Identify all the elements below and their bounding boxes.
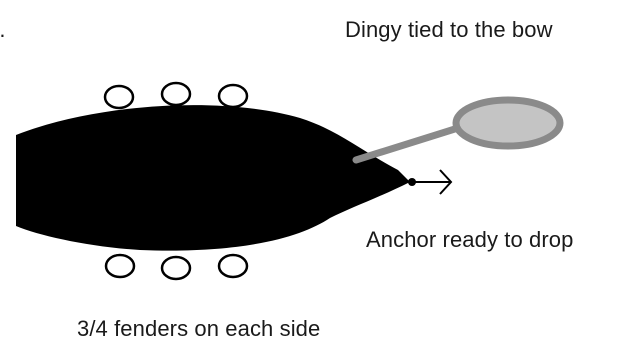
boat-hull [16, 105, 410, 251]
fender-top-3 [219, 85, 247, 107]
dinghy [456, 100, 560, 146]
dingy-label: Dingy tied to the bow [345, 17, 553, 43]
dinghy-tow-rope [356, 128, 458, 160]
fender-bottom-2 [162, 257, 190, 279]
fender-bottom-3 [219, 255, 247, 277]
fender-top-1 [105, 86, 133, 108]
fenders-label: 3/4 fenders on each side [77, 316, 320, 342]
fender-top-2 [162, 83, 190, 105]
fender-bottom-1 [106, 255, 134, 277]
cut-off-label-fragment: e. [0, 17, 6, 43]
anchor-label: Anchor ready to drop [366, 227, 573, 253]
